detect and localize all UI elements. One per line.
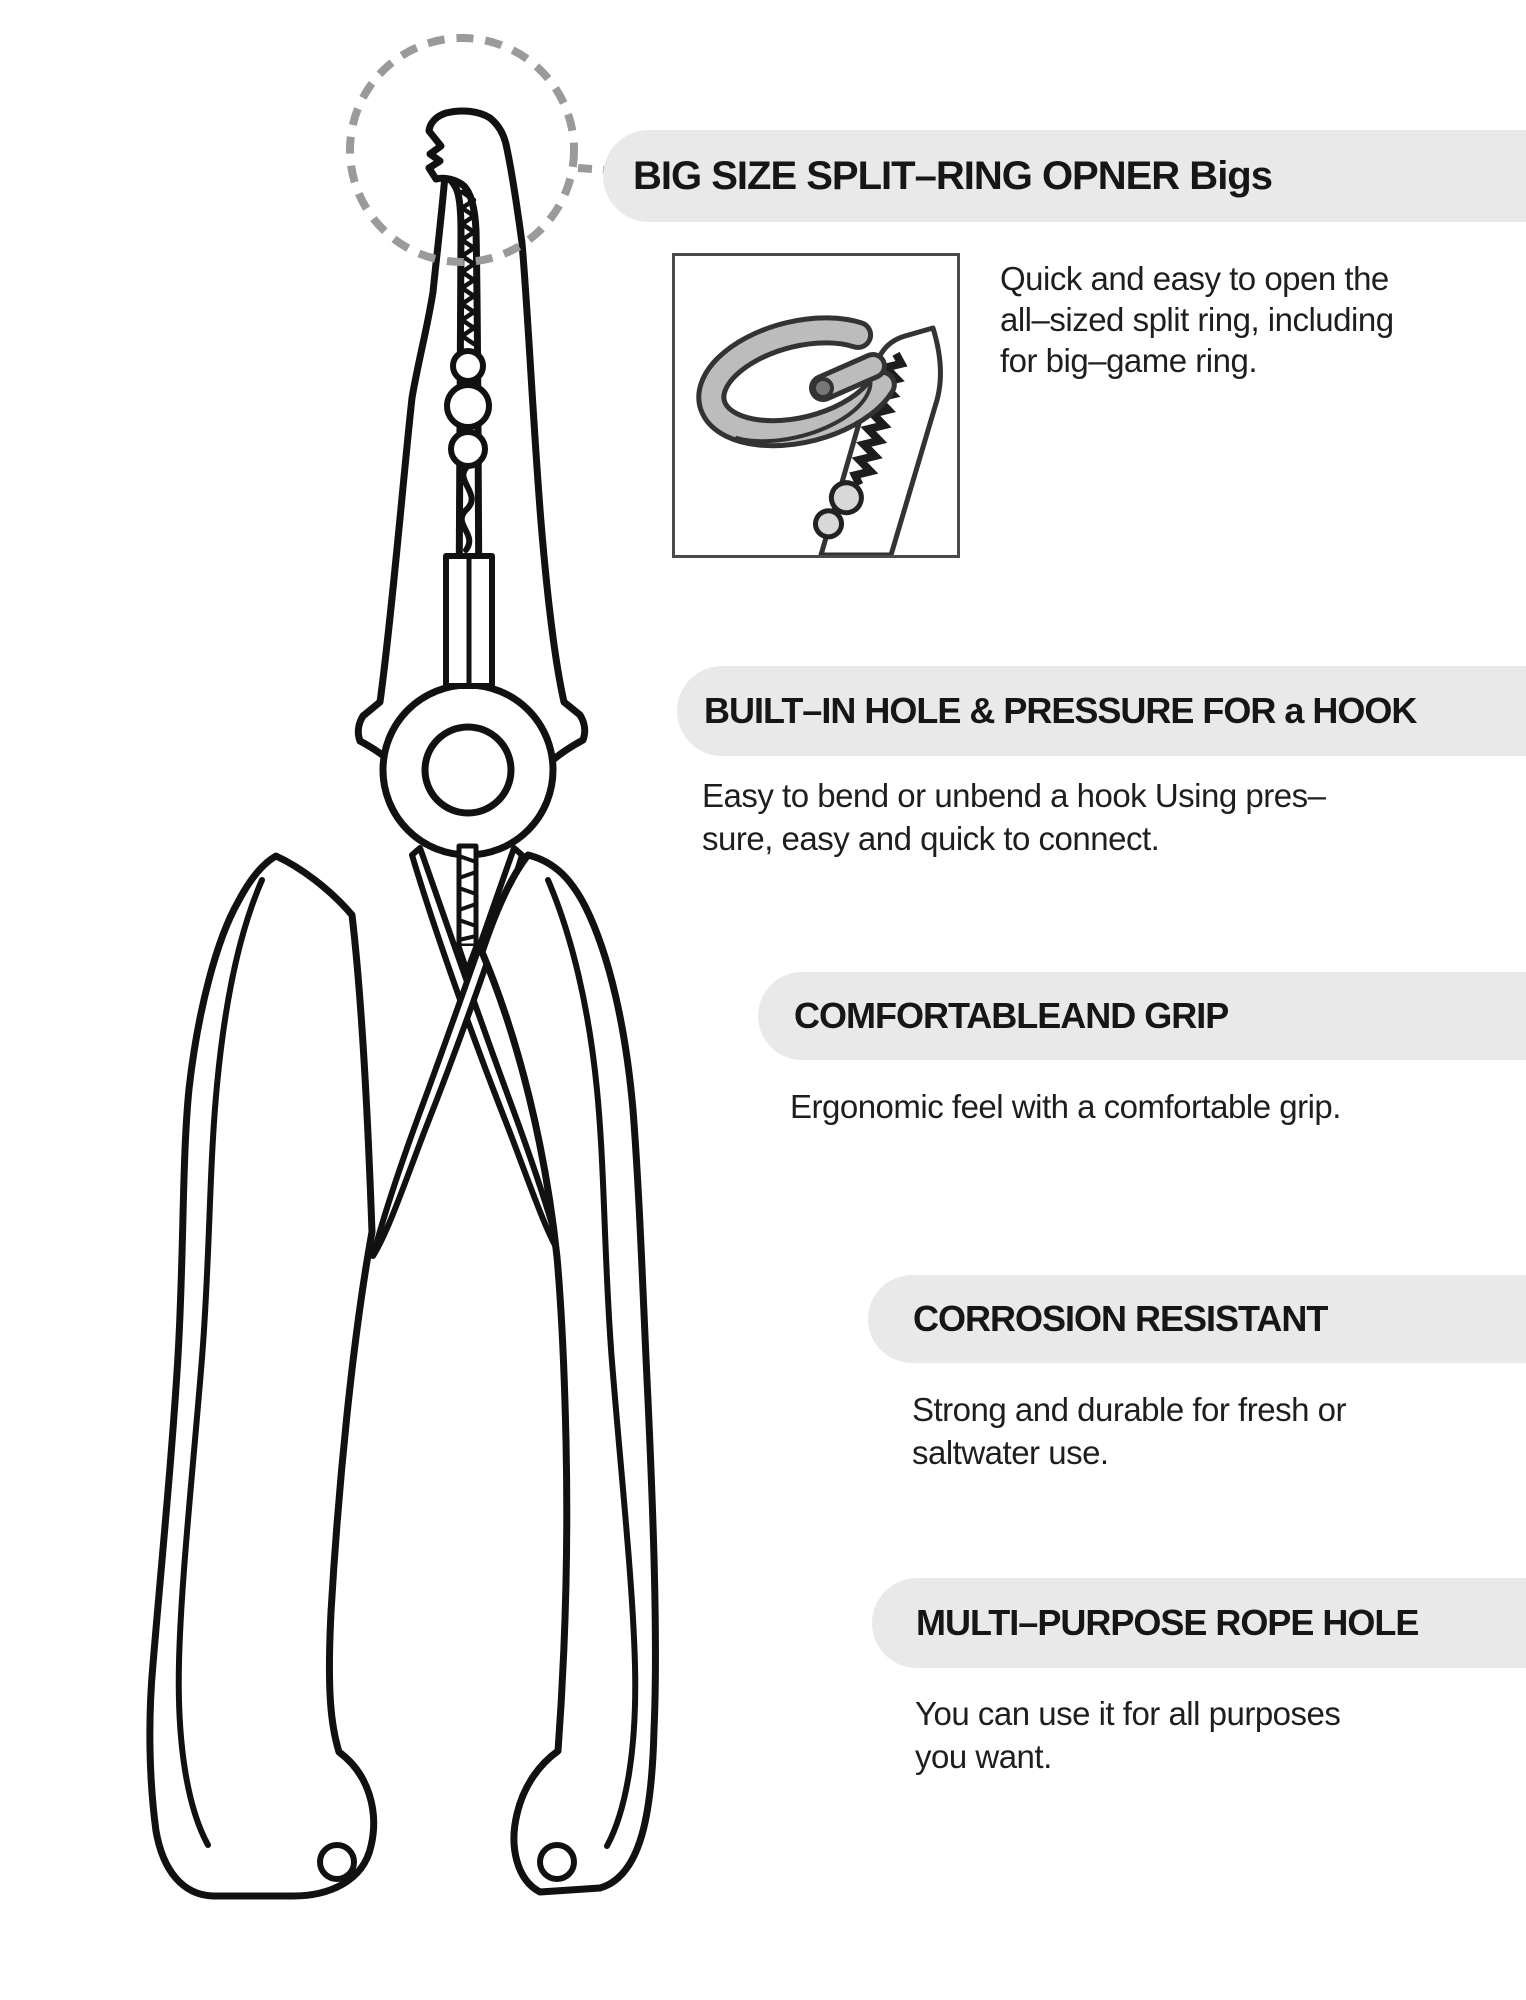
pliers-line-drawing [146,34,659,1900]
jaw-serrations [459,189,477,347]
desc-line: for big–game ring. [1000,342,1257,379]
left-jaw [354,172,465,810]
feature-title: COMFORTABLEAND GRIP [794,995,1229,1036]
rope-hole-right [537,1842,577,1882]
right-handle [478,851,659,1896]
seam-squiggle [458,463,475,553]
feature-desc-rope-hole: You can use it for all purposes you want… [915,1692,1341,1778]
feature-title: CORROSION RESISTANT [913,1298,1328,1339]
split-ring-detail-drawing [696,315,943,555]
feature-pill-comfortable-grip: COMFORTABLEAND GRIP [758,972,1526,1060]
callout-dashed-circle [346,34,578,266]
split-ring-detail-inset [672,253,960,558]
feature-desc-corrosion-resistant: Strong and durable for fresh or saltwate… [912,1388,1346,1474]
desc-line: you want. [915,1738,1052,1775]
feature-pill-rope-hole: MULTI–PURPOSE ROPE HOLE [872,1578,1526,1668]
crimper-bead-3 [448,429,488,469]
desc-line: all–sized split ring, including [1000,301,1394,338]
right-jaw-hook [425,107,589,810]
inset-split-ring [696,315,897,449]
desc-line: Ergonomic feel with a comfortable grip. [790,1088,1341,1125]
inset-bead-2 [813,508,845,540]
feature-pill-split-ring-opener: BIG SIZE SPLIT–RING OPNER Bigs [603,130,1526,222]
inset-coil-line [734,370,873,444]
desc-line: saltwater use. [912,1434,1109,1471]
feature-title: MULTI–PURPOSE ROPE HOLE [916,1602,1419,1643]
crimper-bead-2 [444,382,492,430]
feature-title: BIG SIZE SPLIT–RING OPNER Bigs [633,153,1273,198]
feature-desc-comfortable-grip: Ergonomic feel with a comfortable grip. [790,1086,1341,1127]
feature-desc-split-ring-opener: Quick and easy to open the all–sized spl… [1000,258,1394,381]
pivot-hole [421,723,515,817]
desc-line: Strong and durable for fresh or [912,1391,1346,1428]
desc-line: Easy to bend or unbend a hook Using pres… [702,777,1326,814]
right-grip-line [545,877,639,1849]
inset-bead-1 [828,480,864,516]
feature-title: BUILT–IN HOLE & PRESSURE FOR a HOOK [704,690,1417,731]
desc-line: Quick and easy to open the [1000,260,1389,297]
inset-ring-end-cap [812,377,834,399]
feature-pill-corrosion-resistant: CORROSION RESISTANT [868,1275,1526,1363]
left-grip-line [175,877,265,1848]
desc-line: You can use it for all purposes [915,1695,1341,1732]
spring-screw-tip [456,943,479,973]
feature-desc-hook-hole: Easy to bend or unbend a hook Using pres… [702,774,1326,860]
left-handle [146,852,378,1900]
feature-pill-hook-hole: BUILT–IN HOLE & PRESSURE FOR a HOOK [677,666,1526,756]
crimper-bead-1 [450,348,486,384]
rope-hole-left [317,1842,357,1882]
inset-screw-threads [849,351,908,487]
desc-line: sure, easy and quick to connect. [702,820,1160,857]
spring-screw-threads [457,854,478,942]
